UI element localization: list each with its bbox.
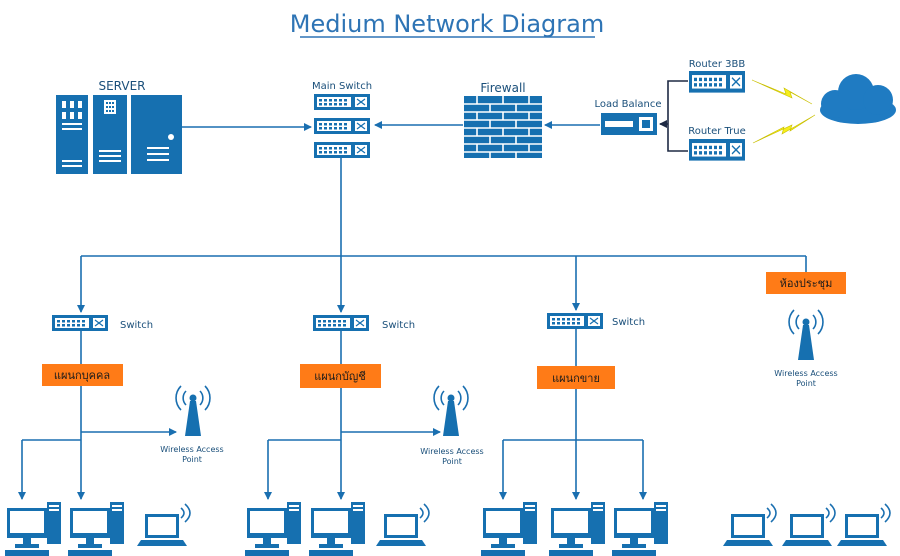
ap-label: Wireless Access	[420, 447, 483, 456]
department-label: แผนกบัญชี	[314, 370, 366, 383]
wireless-ap-icon	[175, 385, 211, 437]
firewall-icon	[464, 96, 542, 158]
wireless-ap-icon	[433, 385, 469, 437]
department-label: แผนกบุคคล	[54, 369, 110, 382]
ap-label: Point	[182, 455, 202, 464]
router-3bb-icon	[688, 70, 746, 94]
server-icon	[56, 95, 182, 174]
desktop-computer-icon	[481, 502, 537, 556]
ap-label: Wireless Access	[774, 369, 837, 378]
distribution-bus	[77, 158, 807, 313]
switch-label: Switch	[382, 320, 415, 331]
department-tag	[42, 364, 123, 386]
desktop-computer-icon	[5, 502, 61, 556]
laptop-icon	[836, 503, 891, 547]
department-label: แผนกขาย	[552, 372, 600, 385]
department-label: ห้องประชุม	[780, 277, 833, 290]
laptop-icon	[375, 503, 430, 547]
desktop-computer-icon	[68, 502, 124, 556]
desktop-computer-icon	[549, 502, 605, 556]
branch-hr: Switch แผนกบุคคล Wireless Access Point	[5, 314, 224, 556]
routers-to-loadbalance-link	[667, 80, 688, 152]
switch-label: Switch	[612, 317, 645, 328]
desktop-computer-icon	[309, 502, 365, 556]
laptop-icon	[722, 503, 777, 547]
laptop-icon	[781, 503, 836, 547]
department-tag	[766, 272, 846, 294]
department-tag	[300, 364, 381, 388]
desktop-computer-icon	[245, 502, 301, 556]
load-balancer-icon	[601, 113, 657, 135]
main-switch-icon	[313, 93, 371, 159]
main-switch-label: Main Switch	[312, 81, 372, 92]
desktop-computer-icon	[612, 502, 668, 556]
ap-label: Wireless Access	[160, 445, 223, 454]
ap-label: Point	[796, 379, 816, 388]
firewall-label: Firewall	[480, 81, 525, 95]
switch-icon	[312, 314, 370, 332]
switch-icon	[546, 312, 604, 330]
cloud-icon	[820, 74, 896, 124]
switch-label: Switch	[120, 320, 153, 331]
department-tag	[537, 366, 615, 389]
router-true-label: Router True	[688, 126, 746, 137]
lightning-icon	[752, 114, 816, 144]
wireless-ap-icon	[788, 309, 824, 361]
switch-icon	[51, 314, 109, 332]
ap-label: Point	[442, 457, 462, 466]
load-balance-label: Load Balance	[594, 99, 661, 110]
laptop-icon	[136, 503, 191, 547]
router-true-icon	[688, 138, 746, 162]
router-3bb-label: Router 3BB	[689, 59, 746, 70]
branch-sales: Switch แผนกขาย	[481, 312, 668, 556]
branch-meeting-room: ห้องประชุม Wireless Access Point	[722, 272, 891, 547]
page-title: Medium Network Diagram	[290, 10, 604, 38]
server-label: SERVER	[98, 79, 145, 93]
branch-accounting: Switch แผนกบัญชี Wireless Access Point	[245, 314, 484, 556]
lightning-icon	[751, 79, 813, 105]
